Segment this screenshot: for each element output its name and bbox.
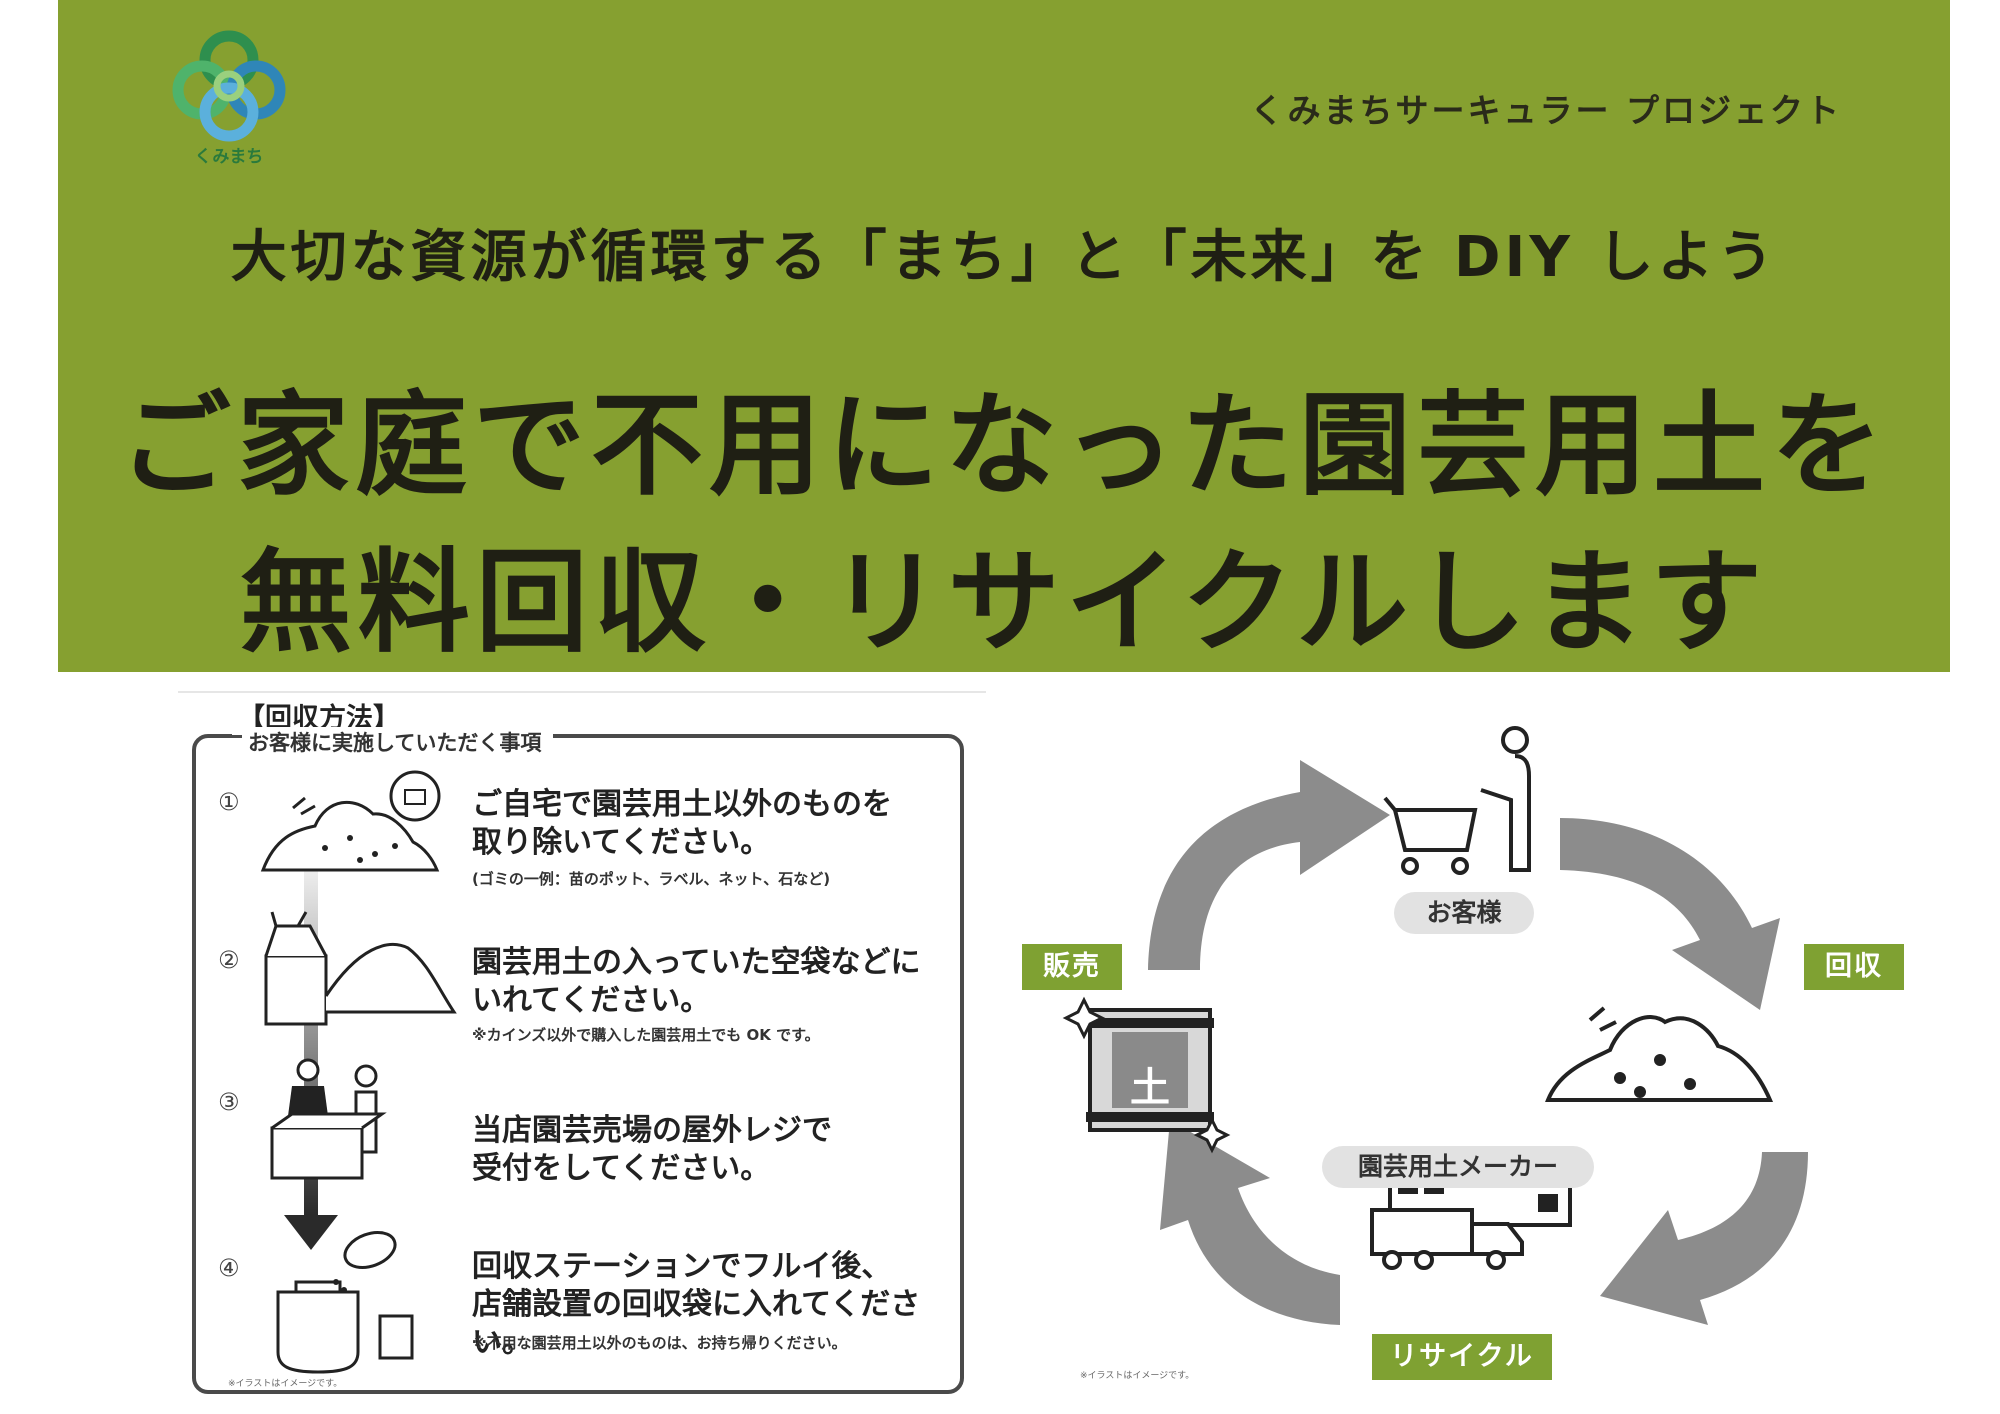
headline-line1: ご家庭で不用になった園芸用土を <box>119 381 1889 511</box>
step-1-number: ① <box>218 788 240 816</box>
method-disclaimer: ※イラストはイメージです。 <box>228 1379 343 1389</box>
method-top-rule <box>178 691 986 693</box>
arrow-maker-to-sell <box>1160 1120 1340 1325</box>
arrow-customer-to-collect <box>1560 818 1780 1010</box>
step-4-number: ④ <box>218 1254 240 1282</box>
recycle-tag: リサイクル <box>1372 1334 1552 1380</box>
register-counter-icon <box>270 1058 387 1180</box>
sell-tag: 販売 <box>1022 944 1122 990</box>
logo-knot-icon <box>172 30 286 142</box>
customer-cart-icon <box>1383 726 1531 875</box>
method-panel <box>192 734 964 1394</box>
step-4-note: ※不用な園芸用土以外のものは、お持ち帰りください。 <box>472 1334 847 1352</box>
step-1-line1: ご自宅で園芸用土以外のものを <box>472 787 892 822</box>
step-4-line1: 回収ステーションでフルイ後、 <box>472 1249 892 1284</box>
arrow-sell-to-customer <box>1148 760 1390 970</box>
recycle-cycle-diagram <box>1062 726 1808 1325</box>
sieve-bag-icon <box>276 1231 414 1374</box>
step-4-text: 回収ステーションでフルイ後、 店舗設置の回収袋に入れてください。 <box>472 1248 962 1362</box>
headline-line2: 無料回収・リサイクルします <box>239 538 1769 668</box>
collected-soil-icon <box>1545 1006 1774 1102</box>
step-1-text: ご自宅で園芸用土以外のものを 取り除いてください。 <box>472 786 962 862</box>
step-2-number: ② <box>218 946 240 974</box>
customer-label: お客様 <box>1394 892 1534 934</box>
soil-bag-icon <box>264 911 457 1026</box>
cycle-disclaimer: ※イラストはイメージです。 <box>1080 1371 1195 1381</box>
kumimachi-logo: くみまち <box>168 30 290 170</box>
soil-bag-label: 土 <box>1130 1065 1170 1111</box>
logo-text: くみまち <box>194 147 264 167</box>
step-3-line2: 受付をしてください。 <box>472 1151 771 1186</box>
step-2-note: ※カインズ以外で購入した園芸用土でも OK です。 <box>472 1026 820 1044</box>
maker-label: 園芸用土メーカー <box>1322 1146 1594 1188</box>
step-3-text: 当店園芸売場の屋外レジで 受付をしてください。 <box>472 1112 962 1188</box>
step-2-line1: 園芸用土の入っていた空袋などに <box>472 945 921 980</box>
collect-tag: 回収 <box>1804 944 1904 990</box>
step-3-number: ③ <box>218 1088 240 1116</box>
header-banner: くみまち くみまちサーキュラー プロジェクト 大切な資源が循環する「まち」と「未… <box>58 0 1950 672</box>
soil-product-bag-icon <box>1062 996 1231 1154</box>
project-name: くみまちサーキュラー プロジェクト <box>1250 91 1842 130</box>
method-subtitle: お客様に実施していただく事項 <box>242 727 554 757</box>
arrow-collect-to-maker <box>1600 1152 1808 1325</box>
tagline: 大切な資源が循環する「まち」と「未来」を DIY しよう <box>230 225 1778 290</box>
step-1-line2: 取り除いてください。 <box>472 825 771 860</box>
step-2-text: 園芸用土の入っていた空袋などに いれてください。 <box>472 944 962 1020</box>
step-4-line2: 店舗設置の回収袋に入れてください。 <box>472 1287 921 1360</box>
step-1-note: (ゴミの一例：苗のポット、ラベル、ネット、石など) <box>472 870 831 888</box>
step-2-line2: いれてください。 <box>472 983 711 1018</box>
step-3-line1: 当店園芸売場の屋外レジで <box>472 1113 832 1148</box>
soil-pile-icon <box>260 770 441 872</box>
